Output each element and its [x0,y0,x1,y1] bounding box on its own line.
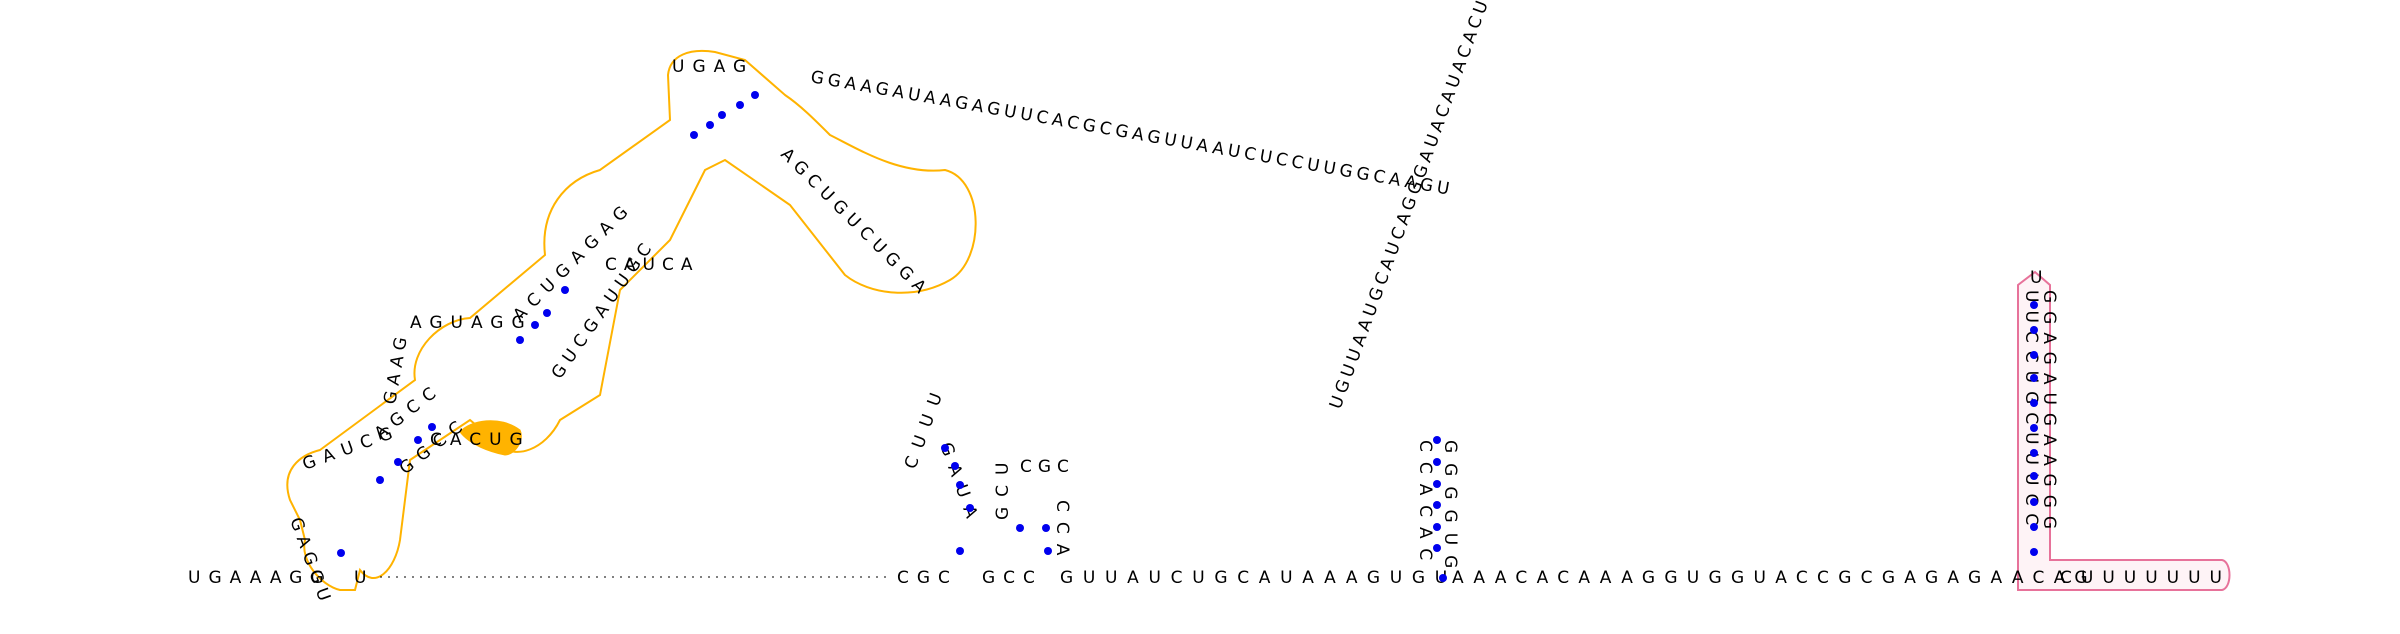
base-pair-dot [751,91,759,99]
terminator-hairpin: UUCCUGCUUUCC GGAGAUGAAGGG U [2021,268,2059,537]
base-pair-dot [516,336,524,344]
linear-sequence-mid: CGC GCC GUUAUCUGCAUAAAGUGU AAACACAAAGGUG… [897,568,2231,588]
base-pair-dot [966,504,974,512]
base-pair-dot [690,131,698,139]
base-pair-dot [394,458,402,466]
base-pair-dot [2030,301,2038,309]
base-pair-dot [543,309,551,317]
side-cac: CACUG [430,430,531,450]
base-pair-dot [2030,399,2038,407]
base-pair-dot [428,423,436,431]
small-hairpins: CUUU GAUA GCU CCA CGC [901,381,1075,565]
hp-b-loop: CGC [1020,457,1075,477]
seq-after-hairpin: U [354,568,366,588]
big-loop: GGAAGAUAAGAGUUCACGCGAGUUAAUCUCCUUGGCAAGU [809,67,1455,200]
complex-domain-outline [286,49,977,591]
base-pair-dot [337,549,345,557]
base-pair-dot [414,436,422,444]
seq-tail: GUUAUCUGCAUAAAGUGU [1060,568,1457,588]
base-pair-dot [1433,523,1441,531]
base-pair-dot [1016,524,1024,532]
term-stem-3: GGAGAUGAAGGG [2039,290,2059,537]
mid-stem-5: CCACAC [1415,440,1435,570]
seq-mid: CGC [897,568,958,588]
linear-sequence-prefix: UGAAAGG U [188,568,366,588]
base-pair-dot [2030,326,2038,334]
term-stem-5: UUCCUGCUUUCC [2021,290,2041,533]
inner-cauc: CAUCA [605,255,699,275]
base-pair-dot [956,481,964,489]
seq-tail2: AAACACAAAGGUGGUACCGCGAGAGAACAG [1452,568,2097,588]
base-pair-dot [706,121,714,129]
base-pair-dot [941,444,949,452]
base-pair-dot [1433,436,1441,444]
apex-loop: UGAG [672,57,754,77]
term-apex: U [2030,268,2042,288]
hp-b-3: CCA [1052,500,1072,565]
base-pair-dot [561,286,569,294]
base-pair-dot [2030,523,2038,531]
hp-b-5: GCU [993,453,1013,521]
mid-stem-3: GGGGUG [1440,440,1460,578]
base-pair-dots [337,91,2038,582]
base-pair-dot [1433,501,1441,509]
base-pair-dot [2030,374,2038,382]
base-pair-dot [1042,524,1050,532]
terminator-domain-outline [2017,270,2231,591]
middle-hairpin: CCACAC GGGGUG UGUUAAUGCAUCAGGGAUACAUACAC… [1326,0,1494,578]
base-pair-dot [376,476,384,484]
base-pair-dot [736,101,744,109]
base-pair-dot [1044,547,1052,555]
base-pair-dot [2030,449,2038,457]
hp1-arc: GAGGU [285,515,336,610]
base-pair-dot [531,321,539,329]
base-pair-dot [2030,351,2038,359]
loop-aguag: AGUAGG [410,313,533,333]
base-pair-dot [1433,458,1441,466]
mid-loop: UGUUAAUGCAUCAGGGAUACAUACACU [1326,0,1494,412]
loop-arc: GAAG [380,330,413,406]
base-pair-dot [956,547,964,555]
base-pair-dot [1433,544,1441,552]
base-pair-dot [1433,480,1441,488]
base-pair-dot [951,462,959,470]
seq-prefix-text: UGAAAGG [188,568,332,588]
base-pair-dot [2030,548,2038,556]
base-pair-dot [2030,472,2038,480]
seq-end: CUUUUUUU [2060,568,2231,588]
left-hairpin-structure: GAUCG GAGGU AGCC GGCC GAAG AGUAGG CACUG … [285,57,934,609]
base-pair-dot [718,111,726,119]
base-pair-dot [2030,424,2038,432]
seq-mid2: GCC [982,568,1043,588]
base-pair-dot [1439,574,1447,582]
big-loop-seq: GGAAGAUAAGAGUUCACGCGAGUUAAUCUCCUUGGCAAGU [809,67,1455,200]
base-pair-dot [2030,498,2038,506]
